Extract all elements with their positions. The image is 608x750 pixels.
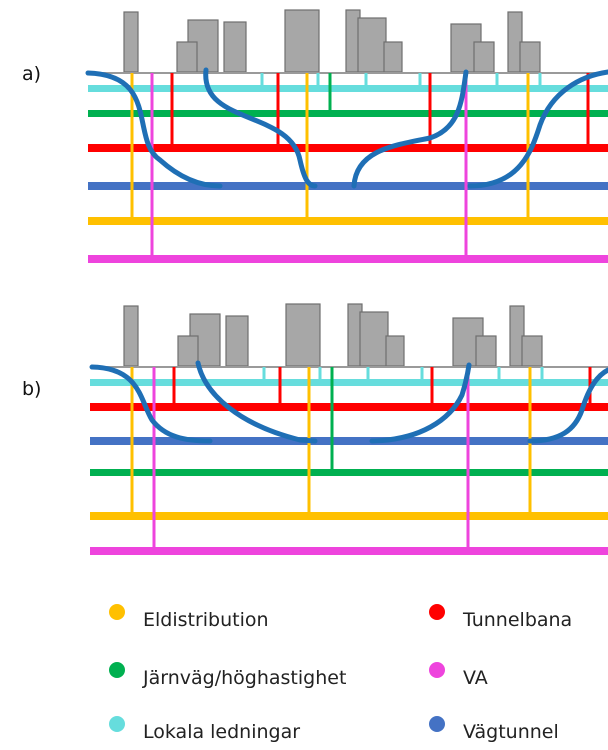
lokala-ledningar-a [88,73,608,92]
legend-item-tunnelbana: Tunnelbana [429,604,572,631]
building [284,9,320,73]
legend-label-eldistribution: Eldistribution [143,609,269,631]
panel-b-label: b) [22,378,41,400]
panel-a-buildings [123,9,541,73]
va-line [88,255,608,263]
legend-label-vagtunnel: Vägtunnel [463,721,559,743]
vagtunnel-ramp [527,367,608,444]
building [519,41,541,73]
legend: Eldistribution Tunnelbana Järnväg/höghas… [109,604,572,743]
tunnelbana-line [88,144,608,152]
vagtunnel-ramp [85,70,223,189]
legend-swatch-jarnvag [109,662,125,678]
panel-a-label: a) [22,63,41,85]
legend-swatch-tunnelbana [429,604,445,620]
building [285,303,321,367]
panel-a: a) [22,9,608,263]
building [521,335,543,367]
eldistribution-line [90,512,608,520]
legend-swatch-lokala [109,716,125,732]
building [123,305,139,367]
building [177,335,199,367]
lokala-ledningar-line [88,85,608,92]
lokala-ledningar-line [90,379,608,386]
legend-swatch-eldistribution [109,604,125,620]
legend-label-lokala: Lokala ledningar [143,721,300,743]
building [359,311,389,367]
vagtunnel-ramp [369,362,472,444]
legend-swatch-vagtunnel [429,716,445,732]
vagtunnel-ramp [195,360,318,444]
building [385,335,405,367]
building [383,41,403,73]
legend-label-tunnelbana: Tunnelbana [462,609,572,631]
legend-item-lokala: Lokala ledningar [109,716,300,743]
legend-label-va: VA [463,667,488,689]
building [475,335,497,367]
vagtunnel-ramp [351,69,469,189]
legend-label-jarnvag: Järnväg/höghastighet [142,667,346,689]
building [176,41,198,73]
panel-b: b) [22,303,608,555]
legend-swatch-va [429,662,445,678]
tunnelbana-line [90,403,608,411]
panel-b-buildings [123,303,543,367]
building [225,315,249,367]
building [223,21,247,73]
legend-item-jarnvag: Järnväg/höghastighet [109,662,346,689]
vagtunnel-ramp [467,69,608,189]
jarnvag-line [88,110,608,117]
vagtunnel-ramp [203,67,318,189]
legend-item-va: VA [429,662,488,689]
vagtunnel-line [88,182,608,190]
legend-item-vagtunnel: Vägtunnel [429,716,559,743]
building [473,41,495,73]
building [357,17,387,73]
building [123,11,139,73]
legend-item-eldistribution: Eldistribution [109,604,269,631]
vagtunnel-ramp [89,364,213,444]
jarnvag-line [90,469,608,476]
va-line [90,547,608,555]
vagtunnel-line [90,437,608,445]
lokala-ledningar-b [90,367,608,386]
eldistribution-line [88,217,608,225]
